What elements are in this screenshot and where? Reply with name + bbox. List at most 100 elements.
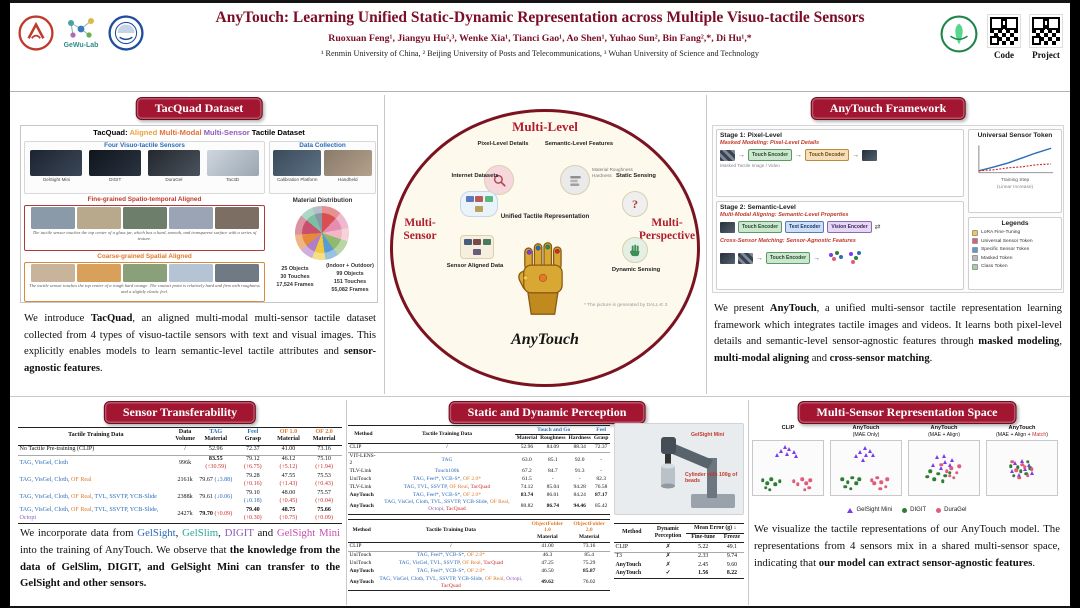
table-cell: 85.04: [546, 483, 559, 490]
fine-grained-stats: 25 Objects 30 Touches 17,524 Frames: [269, 265, 321, 289]
scatter-point: [940, 479, 945, 483]
table-cell: UniTouch: [349, 559, 372, 566]
scatter-point: [1010, 459, 1014, 464]
group-header: Mean Error (g) ↓: [686, 523, 744, 534]
table-cell: TAG, VisGel, Cloth, OF Real: [19, 477, 92, 484]
objectfolder-table: Method Tactile Training Data ObjectFolde…: [348, 519, 610, 591]
table-cell: 73.16: [568, 542, 610, 552]
scatter-point: [1024, 471, 1028, 476]
table-cell: AnyTouch: [348, 498, 379, 515]
left-logos: GeWu-Lab: [18, 15, 144, 51]
coarse-grained-images: [26, 264, 263, 282]
touch-encoder-box: Touch Encoder: [766, 252, 811, 264]
table-cell: TAG, Feel*, YCB-S*, OF 2.0*: [412, 491, 482, 498]
qr-code-label: Code: [994, 50, 1014, 60]
scatter-point: [925, 475, 929, 479]
table-cell: T3: [615, 553, 622, 560]
robot-arm-image: [661, 437, 735, 508]
handheld-image: [323, 150, 372, 176]
scatter-point: [952, 476, 956, 480]
transferability-paragraph: We incorporate data from GelSight, GelSl…: [20, 527, 340, 590]
sensor-item: GelSight Mini: [28, 150, 84, 182]
col-header: Hardness: [567, 434, 593, 444]
table-cell: 2.33: [698, 553, 709, 560]
table-cell: TAG, VisGel, Cloth, OF Real, TVL, SSVTP,…: [19, 493, 157, 500]
stat-line: 99 Objects: [336, 271, 364, 278]
scatter-point: [939, 463, 943, 467]
scatter-point: [1018, 469, 1023, 474]
collection-item: Handheld: [323, 150, 374, 182]
table-cell: -: [551, 475, 554, 482]
table-cell: 91.3: [574, 467, 585, 474]
wust-logo-icon: [940, 15, 978, 53]
scatter-point: [935, 455, 939, 460]
scatter-point: [843, 484, 847, 489]
table-cell: 75.66 (↑0.09): [306, 506, 342, 525]
framework-figure: Stage 1: Pixel-Level Masked Modeling: Pi…: [712, 125, 1064, 293]
table-cell: 85.1: [548, 456, 558, 463]
table-cell: 5.22: [686, 542, 720, 553]
col-header: Grasp: [592, 434, 610, 444]
semantic-level-label: Semantic-Level Features: [544, 141, 614, 147]
legend-label: DIGIT: [910, 507, 927, 513]
scatter-point: [1027, 462, 1031, 467]
table-cell: /: [378, 443, 516, 453]
aligned-frame-image: [214, 207, 259, 229]
qr-block-project: Project: [1029, 14, 1063, 60]
panel-title: AnyTouch: [852, 425, 880, 431]
legend-label: Specific Sensor Token: [981, 247, 1030, 252]
scatter-point: [846, 480, 850, 484]
scatter-point: [947, 470, 952, 475]
scatter-point: [840, 477, 844, 481]
table-cell: 92.0: [574, 456, 585, 463]
stat-line: 151 Touches: [333, 279, 367, 286]
scatter-point: [949, 466, 953, 470]
static-perception-table: Method Tactile Training Data Touch and G…: [348, 425, 610, 515]
qr-code-project: [1029, 14, 1063, 48]
scatter-point: [939, 466, 944, 471]
tacquad-paragraph: We introduce TacQuad, an aligned multi-m…: [24, 313, 376, 374]
dataset-chip: [475, 195, 483, 202]
data-collection-label: Data Collection: [299, 142, 346, 149]
col-header: Fine-tune: [686, 533, 720, 544]
fine-grained-images: [26, 207, 263, 229]
dot-swatch-icon: [936, 507, 942, 513]
scatter-point: [1017, 476, 1021, 480]
ruc-logo-icon: [18, 15, 54, 51]
legend-label: LoRA Fine-Tuning: [981, 230, 1021, 235]
mid-divider: [10, 396, 1070, 397]
table-cell: UniTouch: [349, 552, 372, 558]
table-cell: TAG, VisGel, Cloth, TVL, SSVTP, YCB-Slid…: [375, 575, 527, 591]
col-header: Method: [348, 425, 379, 444]
anytouch-logo-text: AnyTouch: [511, 331, 579, 348]
stage1-subtitle: Masked Modeling: Pixel-Level Details: [720, 140, 820, 146]
scatter-point: [883, 484, 888, 489]
overview-ellipse: [390, 109, 700, 387]
scatter-point: [936, 471, 941, 476]
section-representation-space: Multi-Sensor Representation Space CLIP A…: [748, 399, 1066, 607]
col-header: Method: [348, 519, 376, 543]
poster-title: AnyTouch: Learning Unified Static-Dynami…: [215, 9, 865, 26]
table-cell: 94.46: [567, 498, 593, 515]
table-cell: 47.55 (↑1.43): [279, 473, 298, 488]
dataset-chip: [475, 206, 483, 213]
table-cell: 74.12: [520, 483, 534, 490]
collection-caption: Handheld: [337, 177, 358, 182]
legend-swatch: [972, 263, 978, 270]
tsne-plot: [830, 440, 902, 497]
legend-label: Universal Sensor Token: [981, 238, 1033, 244]
scatter-point: [1009, 464, 1013, 468]
scatter-point: [930, 462, 935, 467]
divider-bottom-left: [346, 400, 347, 605]
col-header: Roughness: [538, 434, 567, 444]
